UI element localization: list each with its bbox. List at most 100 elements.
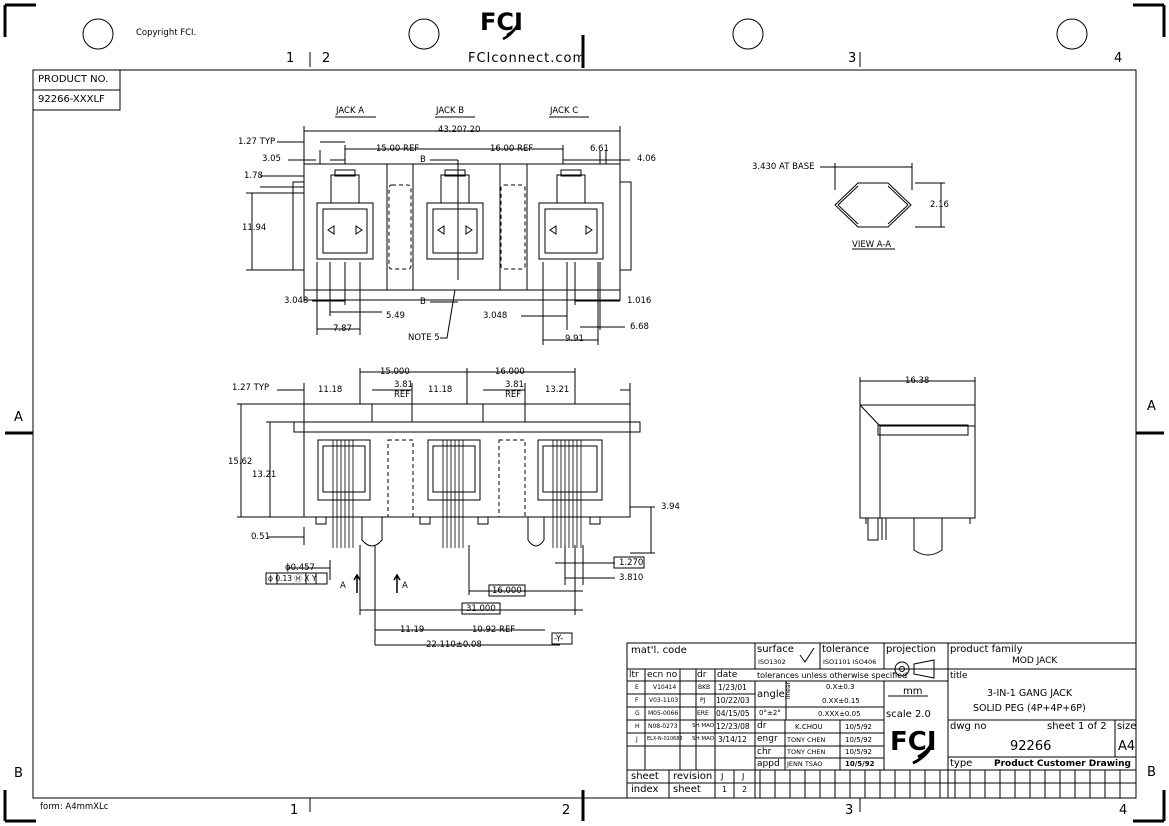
tb-signoff-dr-date: 10/5/92 bbox=[845, 723, 872, 731]
tb-rev-e-ltr: E bbox=[635, 684, 639, 691]
tb-linear: linear bbox=[785, 682, 792, 699]
tb-rev-head-ecn: ecn no bbox=[647, 670, 678, 680]
dim-668: 6.68 bbox=[630, 322, 649, 332]
dim-549: 5.49 bbox=[386, 311, 405, 321]
dim-1638: 16.38 bbox=[905, 376, 930, 386]
tb-rev-g-ecn: M05-0066 bbox=[648, 710, 679, 717]
tb-rev-j-ltr: J bbox=[636, 736, 638, 743]
tb-signoff-chr-name: TONY CHEN bbox=[787, 748, 826, 756]
tb-rev-e-ecn: V10414 bbox=[653, 684, 677, 691]
tb-surface: surface bbox=[757, 644, 794, 655]
dim-ref-a: REF bbox=[394, 390, 411, 400]
feature-control-frame: ϕ 0.13 Ⓜ X Y bbox=[268, 574, 317, 583]
tb-signoff-engr-name: TONY CHEN bbox=[787, 736, 826, 744]
tb-signoff-engr-date: 10/5/92 bbox=[845, 736, 872, 744]
tb-sheet-1: 1 bbox=[722, 785, 728, 794]
zone-bottom-3: 3 bbox=[845, 803, 854, 818]
product-label: PRODUCT NO. bbox=[38, 74, 109, 85]
dim-787: 7.87 bbox=[333, 324, 352, 334]
dim-1321-side: 13.21 bbox=[252, 470, 277, 480]
tb-mat-code: mat'l. code bbox=[631, 645, 687, 656]
tb-signoff-dr-name: K.CHOU bbox=[795, 723, 823, 731]
tb-unit: mm bbox=[903, 686, 923, 697]
zone-bottom-4: 4 bbox=[1119, 803, 1128, 818]
dim-3048-right: 3.048 bbox=[483, 311, 508, 321]
dim-3810: 3.810 bbox=[619, 573, 644, 583]
tb-tol-std: ISO1101 ISO406 bbox=[823, 658, 877, 666]
tb-title-line1: 3-IN-1 GANG JACK bbox=[987, 688, 1073, 699]
tb-projection: projection bbox=[886, 644, 936, 655]
copyright-text: Copyright FCI. bbox=[136, 28, 197, 38]
tb-signoff-appd-name: JENN TSAO bbox=[787, 760, 823, 768]
tb-tol3: 0.XXX±0.05 bbox=[818, 710, 861, 718]
dim-typ-front: 1.27 TYP bbox=[232, 383, 270, 393]
dim-31000-box: 31.000 bbox=[466, 604, 496, 614]
zone-bottom-1: 1 bbox=[290, 803, 299, 818]
view-aa-height: 2.16 bbox=[930, 200, 949, 210]
dim-1194: 11.94 bbox=[242, 223, 267, 233]
dim-394: 3.94 bbox=[661, 502, 680, 512]
tb-rev-h-ecn: N08-0273 bbox=[648, 723, 678, 730]
tb-rev-j-ecn: ELX-N-010683 bbox=[647, 736, 683, 742]
tb-rev-head-dr: dr bbox=[697, 670, 707, 680]
zone-bottom-2: 2 bbox=[562, 803, 571, 818]
dim-3048-left: 3.048 bbox=[284, 296, 309, 306]
tb-signoff-appd-role: appd bbox=[757, 759, 780, 769]
tb-rev-f-date: 10/22/03 bbox=[716, 696, 750, 705]
dim-1092-ref: 10.92 REF bbox=[472, 625, 516, 635]
tb-angle: angle bbox=[757, 689, 785, 700]
dim-typ-top: 1.27 TYP bbox=[238, 137, 276, 147]
zone-top-3: 3 bbox=[848, 51, 857, 66]
dim-1016: 1.016 bbox=[627, 296, 652, 306]
svg-text:FCI: FCI bbox=[480, 8, 523, 36]
tb-tol1: 0.X±0.3 bbox=[826, 683, 855, 691]
tb-surface-std: ISO1302 bbox=[758, 658, 786, 666]
tb-scale: scale 2.0 bbox=[886, 709, 931, 720]
dim-1119: 11.19 bbox=[400, 625, 425, 635]
fci-logo-titleblock: FCI bbox=[890, 727, 937, 765]
tb-size-label: size bbox=[1117, 721, 1137, 732]
tb-rev-letter: J bbox=[721, 772, 724, 781]
tb-rev-j-date: 3/14/12 bbox=[718, 735, 747, 744]
tb-title-label: title bbox=[950, 671, 968, 681]
zone-top-1: 1 bbox=[286, 51, 295, 66]
zone-top-2: 2 bbox=[322, 51, 331, 66]
tb-rev-j-dr: SH MAO bbox=[692, 736, 715, 742]
form-text: form: A4mmXLc bbox=[40, 802, 109, 812]
tb-type-value: Product Customer Drawing bbox=[994, 759, 1131, 769]
dim-1118-b: 11.18 bbox=[428, 385, 453, 395]
dim-15000: 15.000 bbox=[380, 367, 410, 377]
tb-type-label: type bbox=[950, 758, 973, 769]
tb-rev-val: J bbox=[742, 772, 745, 781]
tb-sheet-label: sheet 1 of 2 bbox=[1047, 721, 1107, 732]
fci-logo-top: FCI bbox=[480, 8, 523, 41]
tb-sheet-index: sheet bbox=[631, 771, 659, 782]
tb-sheet-2: 2 bbox=[742, 785, 748, 794]
tb-signoff-chr-role: chr bbox=[757, 747, 772, 757]
tb-signoff-dr-role: dr bbox=[757, 721, 767, 731]
tb-rev-g-ltr: G bbox=[635, 710, 640, 717]
tb-angle-tol: 0°±2° bbox=[759, 709, 781, 717]
tb-product-family-label: product family bbox=[950, 644, 1023, 655]
note-5: NOTE 5 bbox=[408, 333, 440, 343]
dim-051: 0.51 bbox=[251, 532, 270, 542]
tb-signoff-chr-date: 10/5/92 bbox=[845, 748, 872, 756]
tb-rev-h-dr: SH MAO bbox=[692, 723, 715, 729]
tb-rev-h-date: 12/23/08 bbox=[716, 722, 750, 731]
jack-c-label: JACK C bbox=[550, 106, 579, 116]
zone-right-b: B bbox=[1147, 765, 1156, 780]
tb-rev-f-ltr: F bbox=[635, 697, 639, 704]
section-a-left: A bbox=[340, 581, 346, 591]
section-b-top: B bbox=[420, 155, 426, 165]
dim-406: 4.06 bbox=[637, 154, 656, 164]
tb-product-family: MOD JACK bbox=[1012, 656, 1058, 666]
dim-1321-top: 13.21 bbox=[545, 385, 570, 395]
tb-rev-f-ecn: V03-1103 bbox=[649, 697, 679, 704]
dim-661: 6.61 bbox=[590, 144, 609, 154]
dim-305: 3.05 bbox=[262, 154, 281, 164]
tb-size: A4 bbox=[1118, 739, 1136, 754]
dim-22110: 22.110±0.08 bbox=[426, 640, 482, 650]
dim-178: 1.78 bbox=[244, 171, 263, 181]
tb-tol-note: tolerances unless otherwise specified bbox=[757, 671, 908, 680]
svg-text:FCI: FCI bbox=[890, 727, 937, 757]
